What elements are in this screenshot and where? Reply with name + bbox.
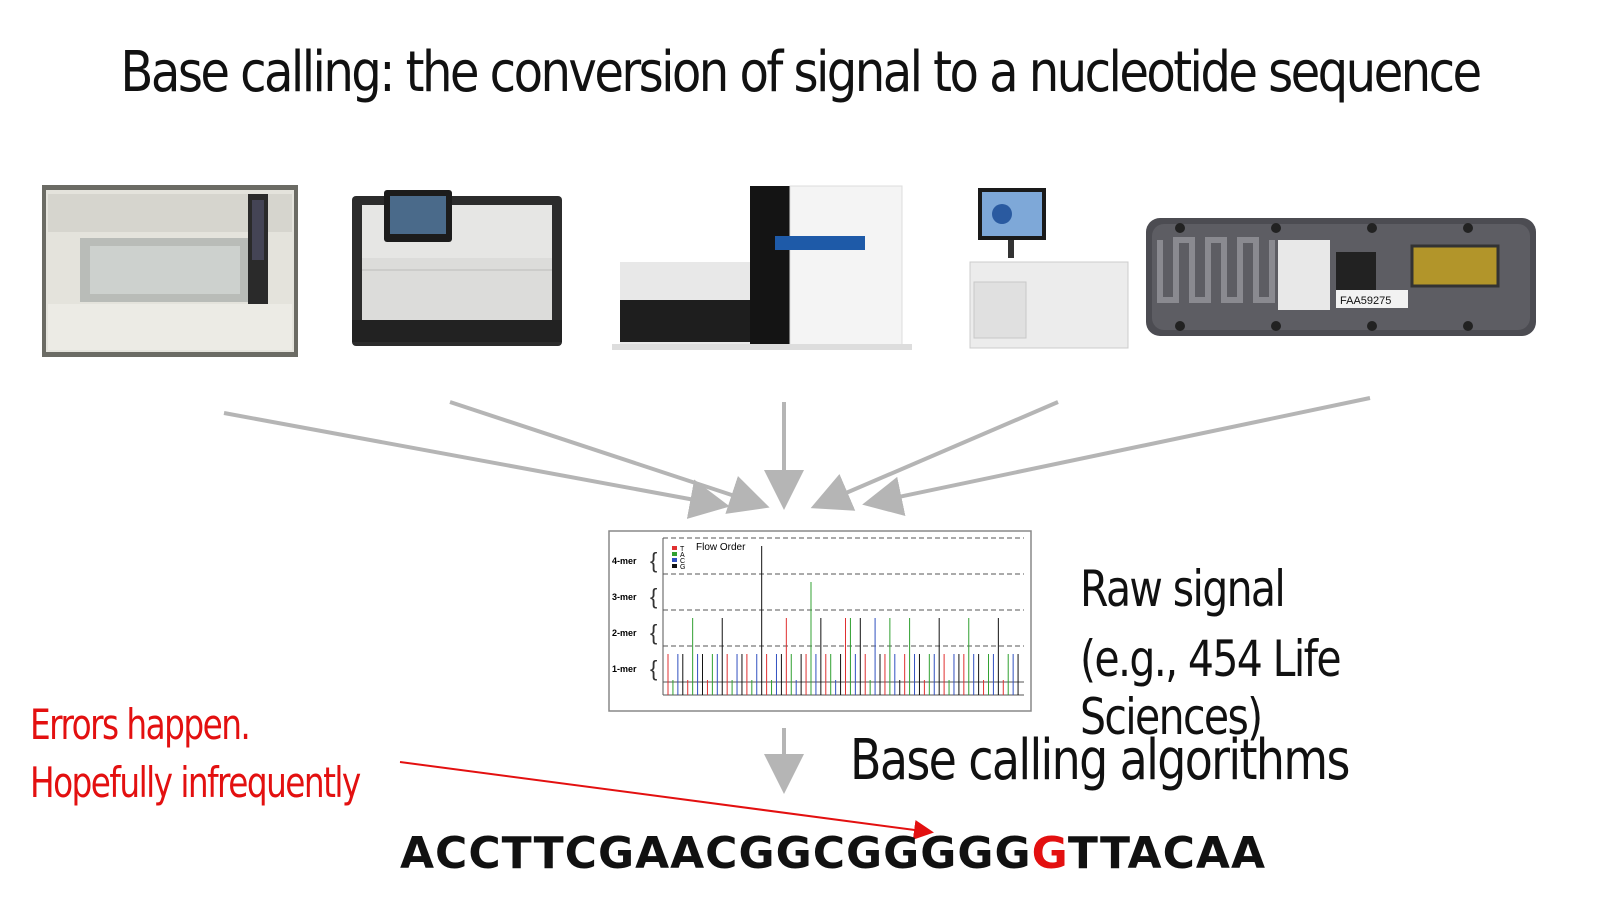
arrow-4 (810, 400, 1059, 511)
legend-title: Flow Order (696, 542, 746, 553)
flowgram-ylabel-1mer: 1-mer (612, 664, 637, 674)
slide-title: Base calling: the conversion of signal t… (120, 40, 1482, 105)
hiseq-sequencer-image (612, 185, 912, 350)
sequence-error-base: G (1031, 828, 1068, 879)
capillary-sequencer-image (42, 185, 298, 357)
raw-signal-label: Raw signal (1080, 560, 1286, 618)
ion-sequencer-image (352, 190, 562, 346)
svg-text:{: { (650, 584, 657, 609)
svg-text:{: { (650, 620, 657, 645)
roche-454-sequencer-image (969, 188, 1129, 349)
arrow-2 (449, 400, 770, 514)
error-pointer-arrow (399, 761, 934, 840)
arrow-1 (223, 411, 730, 519)
legend-t: T (680, 546, 685, 553)
errors-happen-label: Errors happen. (30, 700, 251, 749)
flowgram-chart: 4-mer 3-mer 2-mer 1-mer { { { { T A C G … (608, 530, 1032, 712)
sequence-after: TTACAA (1067, 828, 1266, 879)
flowgram-bars (667, 546, 1019, 695)
flowgram-ylabel-2mer: 2-mer (612, 628, 637, 638)
legend-c: C (680, 558, 685, 565)
flowgram-ylabel-4mer: 4-mer (612, 556, 637, 566)
base-calling-algorithms-label: Base calling algorithms (850, 728, 1350, 793)
raw-signal-example: (e.g., 454 Life Sciences) (1080, 630, 1342, 746)
svg-text:{: { (650, 548, 657, 573)
flowgram-legend: T A C G Flow Order (672, 542, 746, 571)
legend-g: G (680, 564, 685, 571)
hopefully-infrequently-label: Hopefully infrequently (30, 758, 361, 807)
nanopore-flowcell-image: FAA59275 (1146, 218, 1536, 336)
arrow-5 (862, 396, 1371, 516)
legend-a: A (680, 552, 685, 559)
svg-text:FAA59275: FAA59275 (1340, 295, 1391, 307)
svg-text:{: { (650, 656, 657, 681)
flowgram-ylabel-3mer: 3-mer (612, 592, 637, 602)
called-sequence: ACCTTCGAACGGCGGGGGGTTACAA (400, 828, 1266, 879)
sequence-before: ACCTTCGAACGGCGGGGG (400, 828, 1032, 879)
